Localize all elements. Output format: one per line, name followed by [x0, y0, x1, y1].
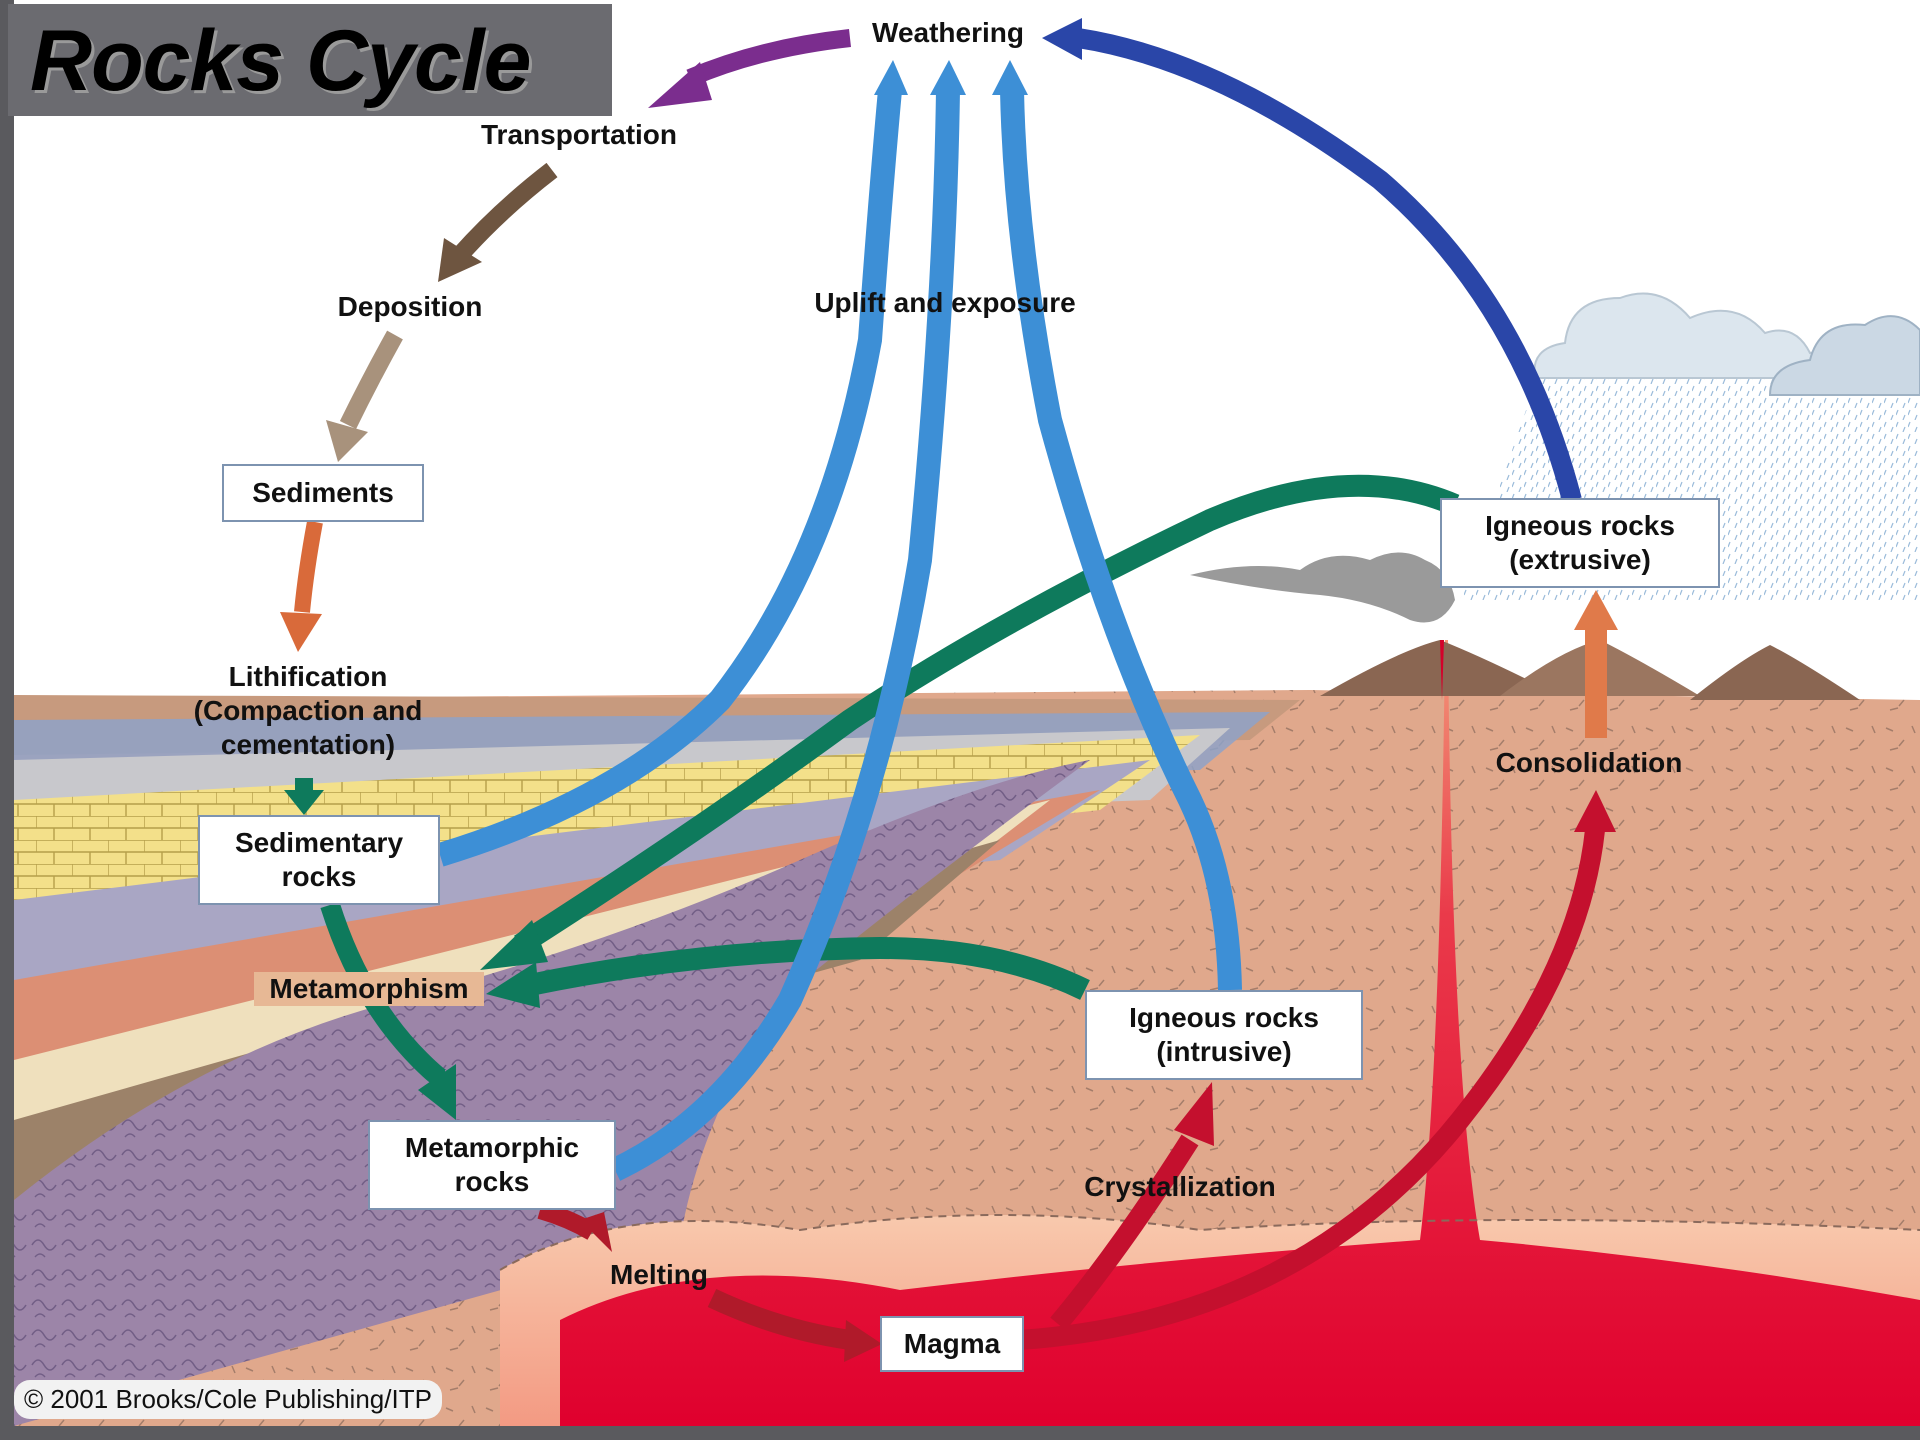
label-uplift-and-exposure: Uplift and exposure: [814, 287, 1076, 318]
lithification-to-sedimentary-arrow: [284, 778, 324, 815]
copyright-notice: © 2001 Brooks/Cole Publishing/ITP: [14, 1380, 442, 1419]
label-lithification: Lithification (Compaction and cementatio…: [180, 660, 436, 762]
weathering-to-transport-arrow: [648, 29, 851, 108]
label-consolidation: Consolidation: [1495, 747, 1683, 778]
label-transportation: Transportation: [480, 119, 677, 150]
label-melting: Melting: [610, 1259, 708, 1290]
label-crystallization: Crystallization: [1084, 1171, 1276, 1202]
sedimentary-line-2: rocks: [281, 861, 357, 892]
extrusive-line-2: (extrusive): [1509, 544, 1651, 575]
extrusive-to-metamorphism-arrow: [480, 474, 1460, 970]
title-box: Rocks Cycle: [8, 4, 612, 116]
consolidation-arrow: [1574, 590, 1618, 738]
box-igneous-extrusive: Igneous rocks (extrusive): [1440, 498, 1720, 588]
box-igneous-intrusive: Igneous rocks (intrusive): [1085, 990, 1363, 1080]
box-magma: Magma: [880, 1316, 1024, 1372]
sediments-to-lithification-arrow: [280, 520, 323, 652]
diagram-title: Rocks Cycle: [30, 13, 532, 109]
magma-to-intrusive-arrow: [1050, 1082, 1214, 1331]
intrusive-line-1: Igneous rocks: [1129, 1002, 1319, 1033]
sedimentary-line-1: Sedimentary: [234, 827, 404, 858]
box-sedimentary-rocks: Sedimentary rocks: [198, 815, 440, 905]
smoke-plume: [1190, 552, 1455, 623]
metamorphic-to-melting-arrow: [537, 1201, 612, 1252]
uplift-arrows: [436, 60, 1242, 1181]
magma-to-consolidation-arrow: [1019, 790, 1616, 1350]
magma-chamber: [560, 640, 1920, 1426]
lithification-line-2: (Compaction and: [193, 695, 423, 726]
box-metamorphic-rocks: Metamorphic rocks: [368, 1120, 616, 1210]
extrusive-line-1: Igneous rocks: [1485, 510, 1675, 541]
label-metamorphism: Metamorphism: [254, 972, 484, 1006]
intrusive-to-metamorphism-arrow: [486, 936, 1090, 1008]
sedimentary-to-metamorphic-arrow: [320, 901, 456, 1120]
magma-label: Magma: [903, 1328, 1001, 1359]
melting-to-magma-arrow: [707, 1288, 882, 1362]
label-deposition: Deposition: [337, 291, 483, 322]
transport-to-deposition-arrow: [438, 162, 558, 282]
intrusive-line-2: (intrusive): [1156, 1036, 1292, 1067]
sediments-label: Sediments: [252, 477, 394, 508]
box-sediments: Sediments: [222, 464, 424, 522]
metamorphic-line-1: Metamorphic: [404, 1132, 580, 1163]
metamorphic-line-2: rocks: [454, 1166, 530, 1197]
deposition-to-sediments-arrow: [326, 330, 403, 462]
extrusive-to-weathering-arrow: [1042, 18, 1582, 503]
label-weathering: Weathering: [872, 17, 1024, 48]
lithification-line-3: cementation): [220, 729, 396, 760]
lithification-line-1: Lithification: [228, 661, 388, 692]
